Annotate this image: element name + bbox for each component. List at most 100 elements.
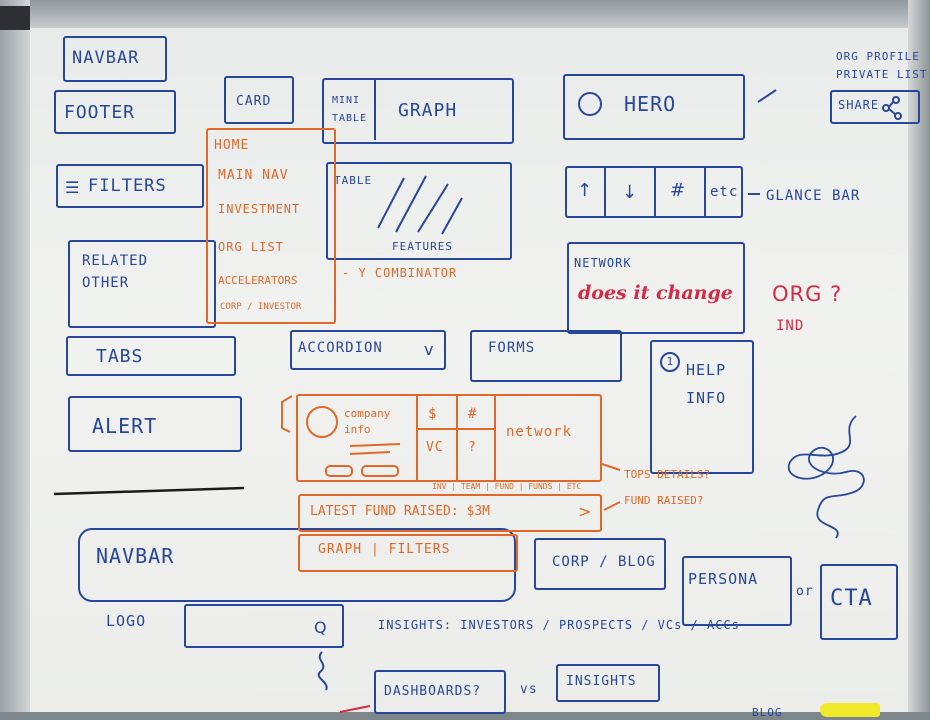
company-pill-2 bbox=[361, 465, 399, 477]
board-frame-top bbox=[0, 0, 930, 28]
org-card-bracket bbox=[281, 395, 293, 433]
latest-fund-box bbox=[298, 494, 602, 532]
nav-list-home: HOME bbox=[214, 138, 250, 153]
board-corner-clip bbox=[0, 6, 30, 30]
network-label: NETWORK bbox=[574, 256, 632, 270]
glance-up-icon: ↑ bbox=[577, 180, 594, 201]
logo-label: LOGO bbox=[106, 612, 147, 630]
tabs-box bbox=[66, 336, 236, 376]
company-info-label: company info bbox=[344, 407, 391, 436]
network-box bbox=[567, 242, 745, 334]
mini-table-label: MINI TABLE bbox=[332, 95, 368, 124]
board-frame-bottom bbox=[0, 712, 930, 720]
dollar-label: $ bbox=[428, 406, 438, 422]
cta-label: CTA bbox=[830, 586, 873, 611]
graph-filters-label: GRAPH | FILTERS bbox=[318, 542, 451, 557]
help-info-label: HELP INFO bbox=[686, 361, 727, 407]
or-label: or bbox=[796, 584, 814, 599]
board-frame-left bbox=[0, 0, 30, 720]
mini-table-graph-box bbox=[322, 78, 514, 144]
hero-dash bbox=[757, 89, 777, 103]
glance-bar-label: GLANCE BAR bbox=[766, 188, 861, 204]
navbar-bottom-label: NAVBAR bbox=[96, 544, 175, 568]
network-orange-label: network bbox=[506, 424, 573, 440]
filters-box bbox=[56, 164, 204, 208]
glance-etc-label: etc bbox=[710, 184, 739, 200]
nav-list-main-nav: MAIN NAV bbox=[218, 168, 289, 183]
table-label: TABLE bbox=[334, 174, 373, 187]
navbar-top-label: NAVBAR bbox=[72, 48, 140, 68]
tops-details-arrow bbox=[601, 463, 621, 471]
nav-list-accelerators: ACCELERATORS bbox=[218, 274, 298, 287]
dashboards-label: DASHBOARDS? bbox=[384, 684, 482, 699]
org-card-hline bbox=[418, 428, 494, 430]
separator-line bbox=[53, 486, 245, 496]
alert-label: ALERT bbox=[92, 414, 158, 438]
glance-hash-icon: # bbox=[670, 180, 687, 201]
footer-label: FOOTER bbox=[64, 102, 136, 123]
related-other-label: RELATED OTHER bbox=[82, 253, 149, 291]
hero-icon bbox=[578, 92, 602, 116]
glance-divider-3 bbox=[704, 168, 706, 216]
search-box bbox=[184, 604, 344, 648]
insights-box-label: INSIGHTS bbox=[566, 674, 637, 689]
accordion-box bbox=[290, 330, 446, 370]
search-icon: Q bbox=[314, 618, 327, 637]
org-card-divider-3 bbox=[494, 396, 496, 480]
fund-raised-label: FUND RAISED? bbox=[624, 494, 704, 507]
card-box bbox=[224, 76, 294, 124]
table-hatch-2 bbox=[395, 175, 427, 233]
filters-icon: ☰ bbox=[65, 178, 80, 197]
nav-list-org-list: ORG LIST bbox=[218, 240, 284, 254]
glance-divider-2 bbox=[654, 168, 656, 216]
board-frame-right bbox=[908, 0, 930, 720]
hash-label: # bbox=[468, 406, 478, 422]
hero-label: HERO bbox=[624, 92, 677, 116]
table-hatch-4 bbox=[441, 197, 463, 235]
table-hatch-3 bbox=[417, 183, 449, 233]
forms-box bbox=[470, 330, 622, 382]
vc-label: VC bbox=[426, 440, 444, 455]
glance-divider-1 bbox=[604, 168, 606, 216]
does-it-change-label: does it change bbox=[578, 282, 733, 304]
related-other-box bbox=[68, 240, 216, 328]
tabs-row-label: INV | TEAM | FUND | FUNDS | ETC bbox=[432, 482, 582, 491]
org-card-box bbox=[296, 394, 602, 482]
blog-label: BLOG bbox=[752, 706, 783, 719]
share-box bbox=[830, 90, 920, 124]
insights-box bbox=[556, 664, 660, 702]
squiggle-doodle bbox=[787, 415, 865, 539]
company-info-line-1 bbox=[349, 443, 401, 447]
private-list-label: PRIVATE LIST bbox=[836, 68, 928, 81]
forms-label: FORMS bbox=[488, 340, 536, 356]
persona-label: PERSONA bbox=[688, 570, 759, 588]
help-info-icon: 1 bbox=[660, 352, 680, 372]
vs-label: vs bbox=[520, 682, 538, 697]
footer-box bbox=[54, 90, 176, 134]
tabs-label: TABS bbox=[96, 346, 144, 367]
insights-line-label: INSIGHTS: INVESTORS / PROSPECTS / VCs / … bbox=[378, 618, 740, 632]
company-pill-1 bbox=[325, 465, 353, 477]
navbar-bottom-box bbox=[78, 528, 516, 602]
ind-label: IND bbox=[776, 318, 805, 334]
glance-down-icon: ↓ bbox=[622, 182, 639, 203]
fund-raised-arrow bbox=[603, 501, 621, 511]
persona-box bbox=[682, 556, 792, 626]
accordion-chevron-icon: v bbox=[424, 340, 434, 359]
yellow-marker bbox=[820, 703, 880, 717]
graph-label: GRAPH bbox=[398, 100, 458, 121]
filters-label: FILTERS bbox=[88, 176, 167, 196]
tops-details-label: TOPS DETAILS? bbox=[624, 468, 711, 481]
nav-list-corp-investor: CORP / INVESTOR bbox=[220, 302, 302, 312]
company-info-line-2 bbox=[349, 451, 391, 455]
share-icon bbox=[882, 96, 902, 120]
dashboards-arrow bbox=[339, 705, 371, 713]
card-label: CARD bbox=[236, 94, 272, 109]
y-combinator-label: - Y COMBINATOR bbox=[342, 266, 458, 280]
hero-box bbox=[563, 74, 745, 140]
company-avatar bbox=[306, 406, 338, 438]
glance-bar-box bbox=[565, 166, 743, 218]
navbar-top-box bbox=[63, 36, 167, 82]
corp-blog-label: CORP / BLOG bbox=[552, 554, 656, 570]
